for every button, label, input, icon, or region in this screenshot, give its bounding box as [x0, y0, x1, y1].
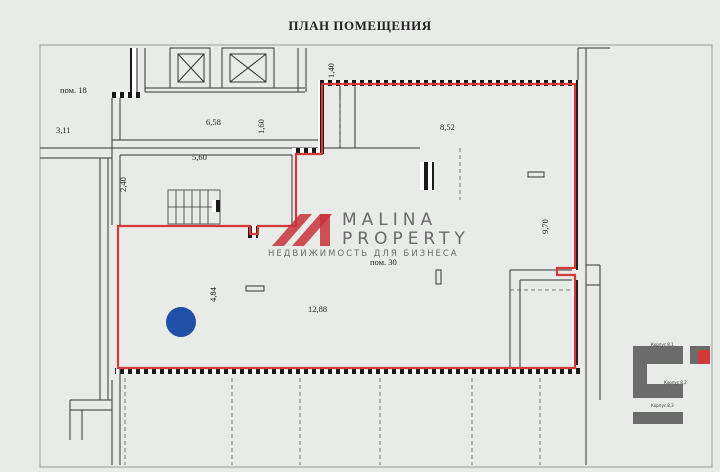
watermark-brand-line2: PROPERTY	[342, 229, 470, 249]
label-dim-12-88: 12,88	[308, 304, 328, 314]
key-plan-label-2: Корпус 8,2	[664, 380, 687, 385]
hatched-wall	[112, 92, 140, 98]
premises-outline	[116, 82, 577, 370]
label-dim-4-84: 4,84	[208, 287, 218, 302]
watermark-brand-line1: MALINA	[342, 210, 438, 230]
watermark-tagline: НЕДВИЖИМОСТЬ ДЛЯ БИЗНЕСА	[268, 249, 459, 259]
malina-logo-icon	[272, 214, 332, 246]
label-dim-2-40: 2,40	[118, 177, 128, 192]
key-plan-label-1: Корпус 8,1	[651, 342, 674, 347]
key-plan-label-3: Корпус 8,3	[651, 403, 674, 408]
hatched-wall	[212, 200, 220, 212]
fixtures	[245, 171, 545, 292]
label-room-18: пом. 18	[60, 85, 87, 95]
left-wall-lines	[40, 147, 113, 465]
label-room-30: пом. 30	[370, 257, 397, 267]
hatched-wall	[130, 48, 136, 92]
label-dim-3-11: 3,11	[56, 125, 71, 135]
label-dim-5-60: 5,60	[192, 152, 207, 162]
key-plan	[633, 346, 710, 424]
sheet-border	[39, 44, 713, 468]
dashed-lines	[124, 100, 570, 465]
label-dim-9-70: 9,70	[540, 219, 550, 234]
label-dim-8-52: 8,52	[440, 122, 455, 132]
corridor-lines	[111, 98, 320, 225]
service-block	[136, 47, 307, 93]
label-dim-6-58: 6,58	[206, 117, 221, 127]
label-dim-1-40: 1,40	[326, 63, 336, 78]
location-marker	[166, 307, 196, 337]
plan-title: ПЛАН ПОМЕЩЕНИЯ	[288, 18, 432, 33]
label-dim-1-60: 1,60	[256, 119, 266, 134]
